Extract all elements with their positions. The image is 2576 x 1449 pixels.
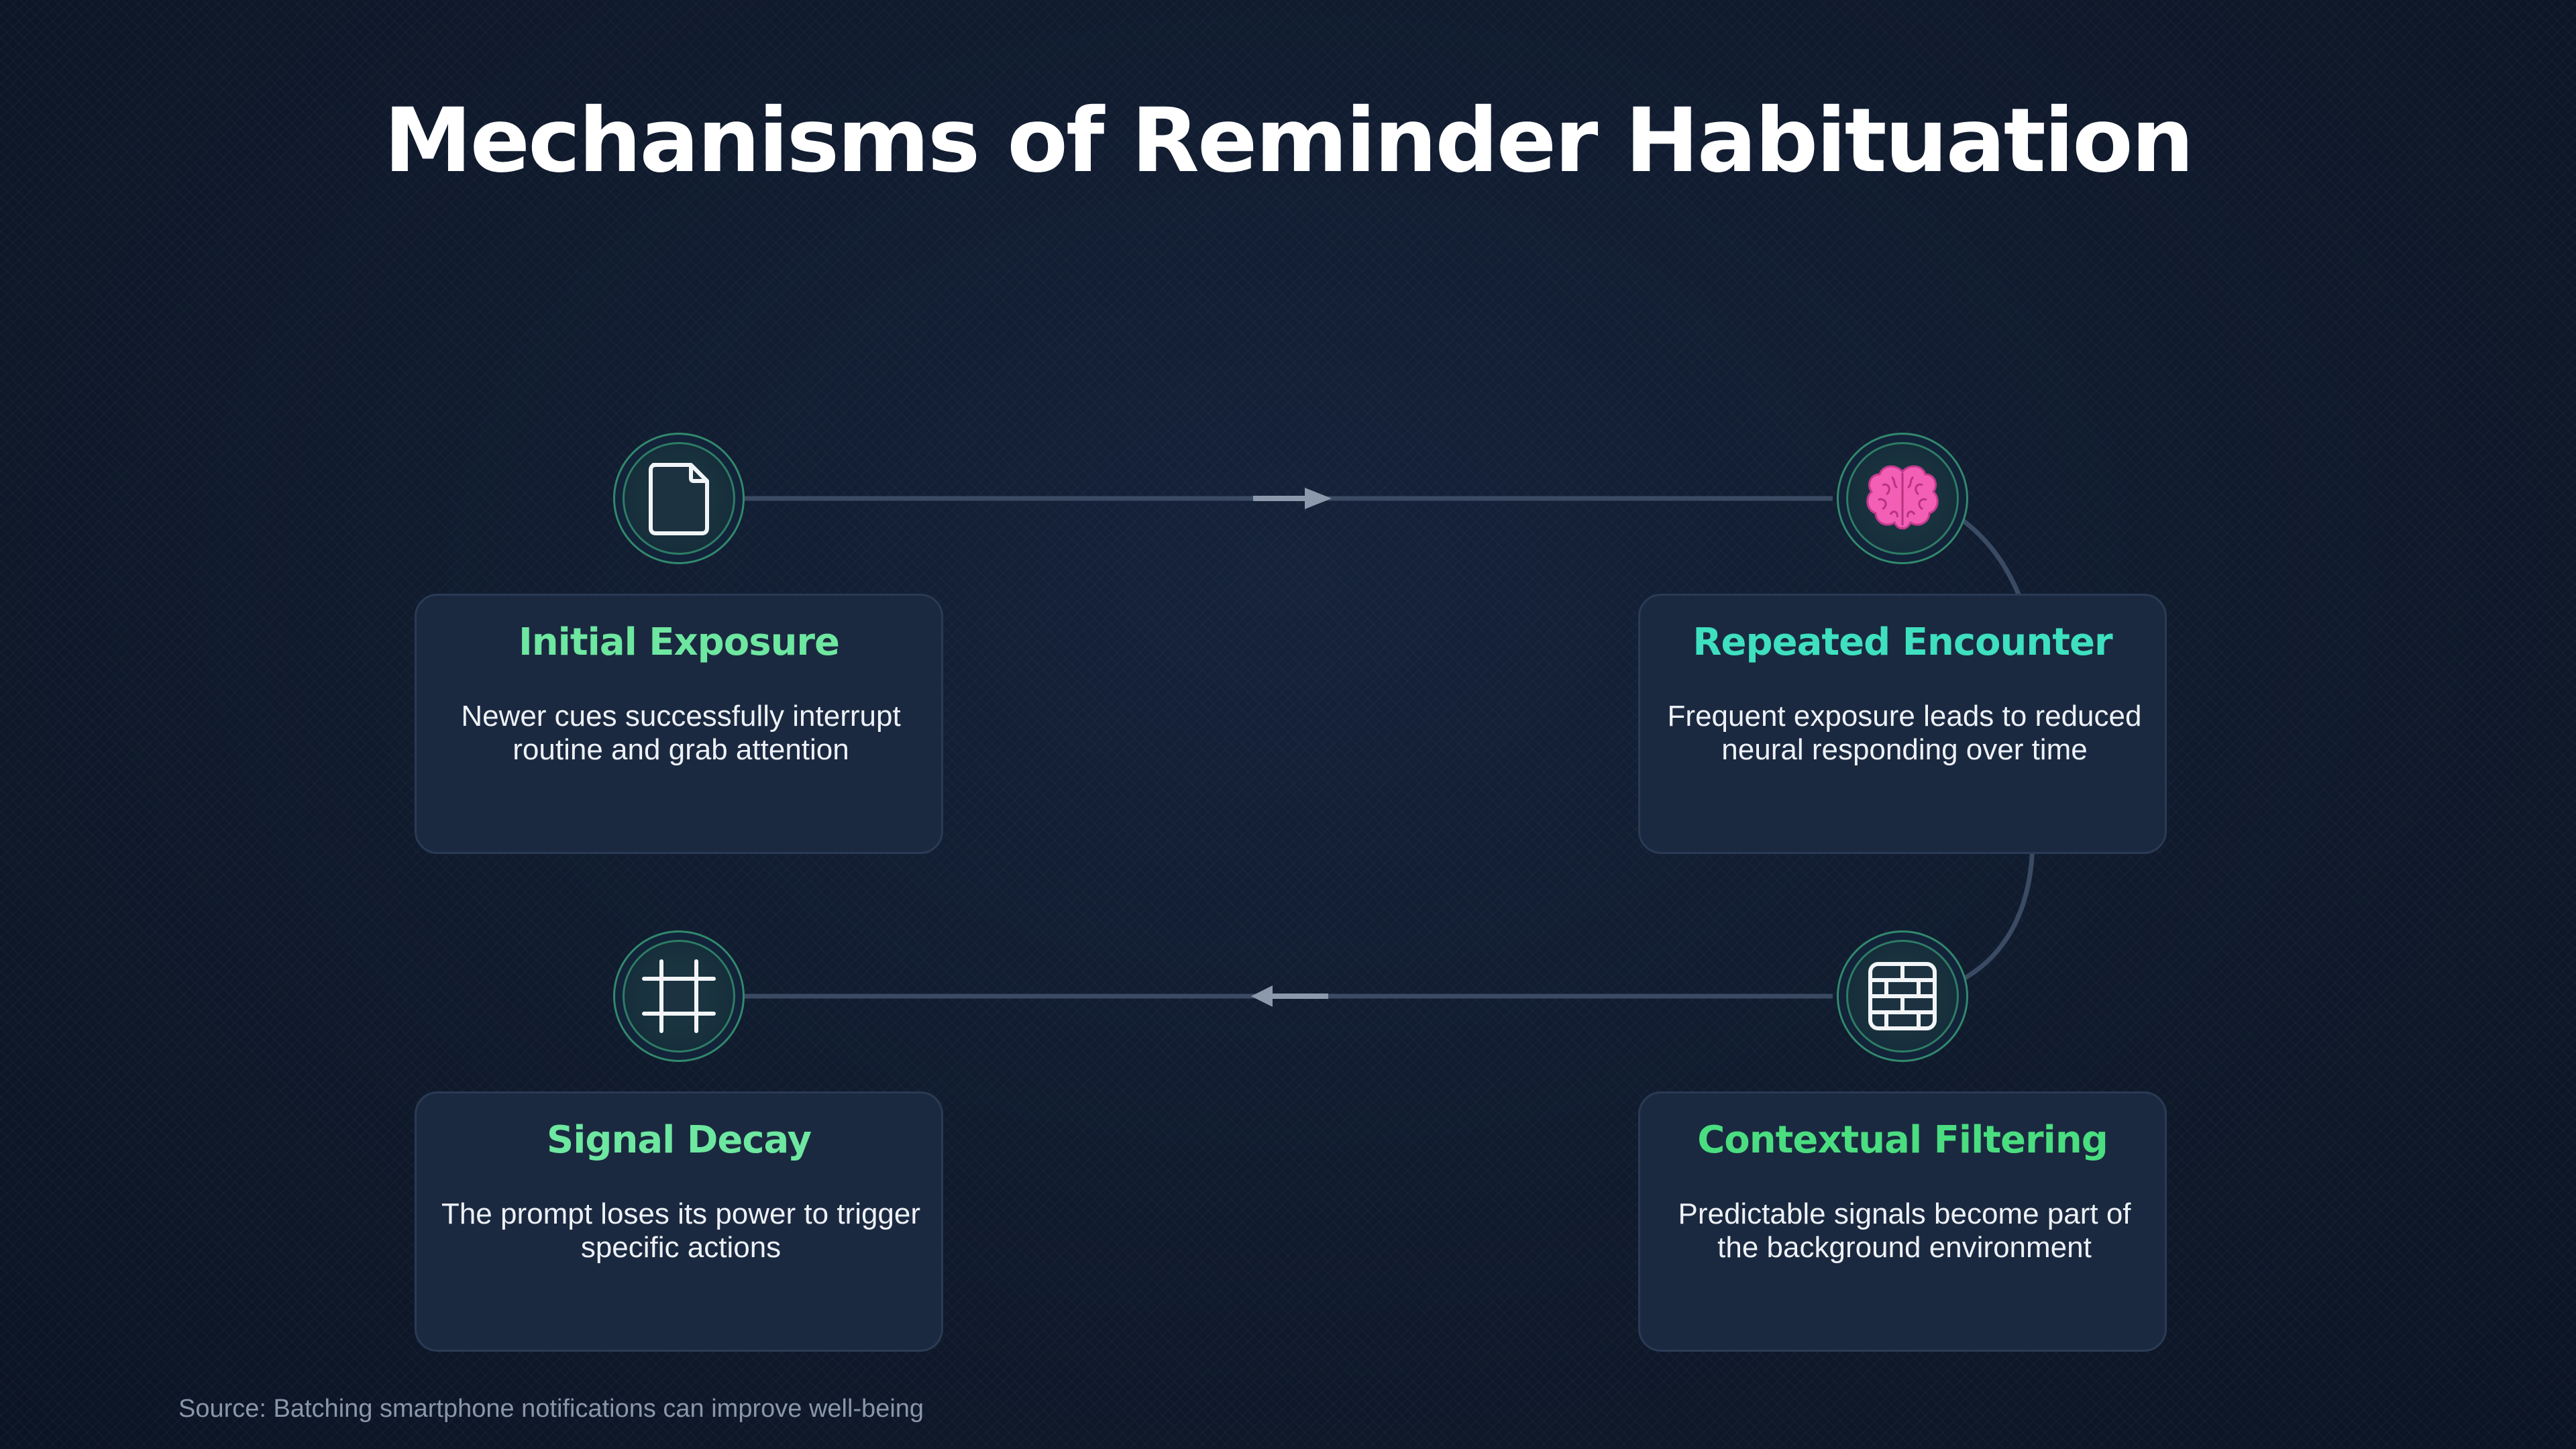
brick-wall-icon	[1868, 962, 1937, 1030]
stage-node-signal-decay	[613, 930, 745, 1062]
stage-description: Frequent exposure leads to reduced neura…	[1667, 700, 2142, 766]
arrow-top-head	[1305, 488, 1332, 509]
brain-icon	[1866, 465, 1939, 530]
stage-card-repeated-encounter: Repeated Encounter Frequent exposure lea…	[1638, 594, 2167, 854]
stage-node-repeated-encounter	[1837, 433, 1968, 564]
stage-description: Newer cues successfully interrupt routin…	[461, 700, 901, 766]
stage-card-signal-decay: Signal Decay The prompt loses its power …	[415, 1091, 943, 1352]
page-title: Mechanisms of Reminder Habituation	[384, 89, 2194, 193]
arrow-bottom-head	[1251, 985, 1273, 1007]
stage-title: Initial Exposure	[518, 621, 840, 664]
stage-description: The prompt loses its power to trigger sp…	[441, 1197, 921, 1264]
stage-node-contextual-filtering	[1837, 930, 1968, 1062]
stage-node-initial-exposure	[613, 433, 745, 564]
stage-card-initial-exposure: Initial Exposure Newer cues successfully…	[415, 594, 943, 854]
stage-title: Signal Decay	[546, 1118, 812, 1162]
document-icon	[649, 463, 709, 535]
stage-title: Repeated Encounter	[1693, 621, 2112, 664]
stage-card-contextual-filtering: Contextual Filtering Predictable signals…	[1638, 1091, 2167, 1352]
source-note: Source: Batching smartphone notification…	[178, 1395, 924, 1423]
stage-description: Predictable signals become part of the b…	[1678, 1197, 2131, 1264]
frame-grid-icon	[642, 959, 716, 1033]
stage-title: Contextual Filtering	[1697, 1118, 2108, 1162]
